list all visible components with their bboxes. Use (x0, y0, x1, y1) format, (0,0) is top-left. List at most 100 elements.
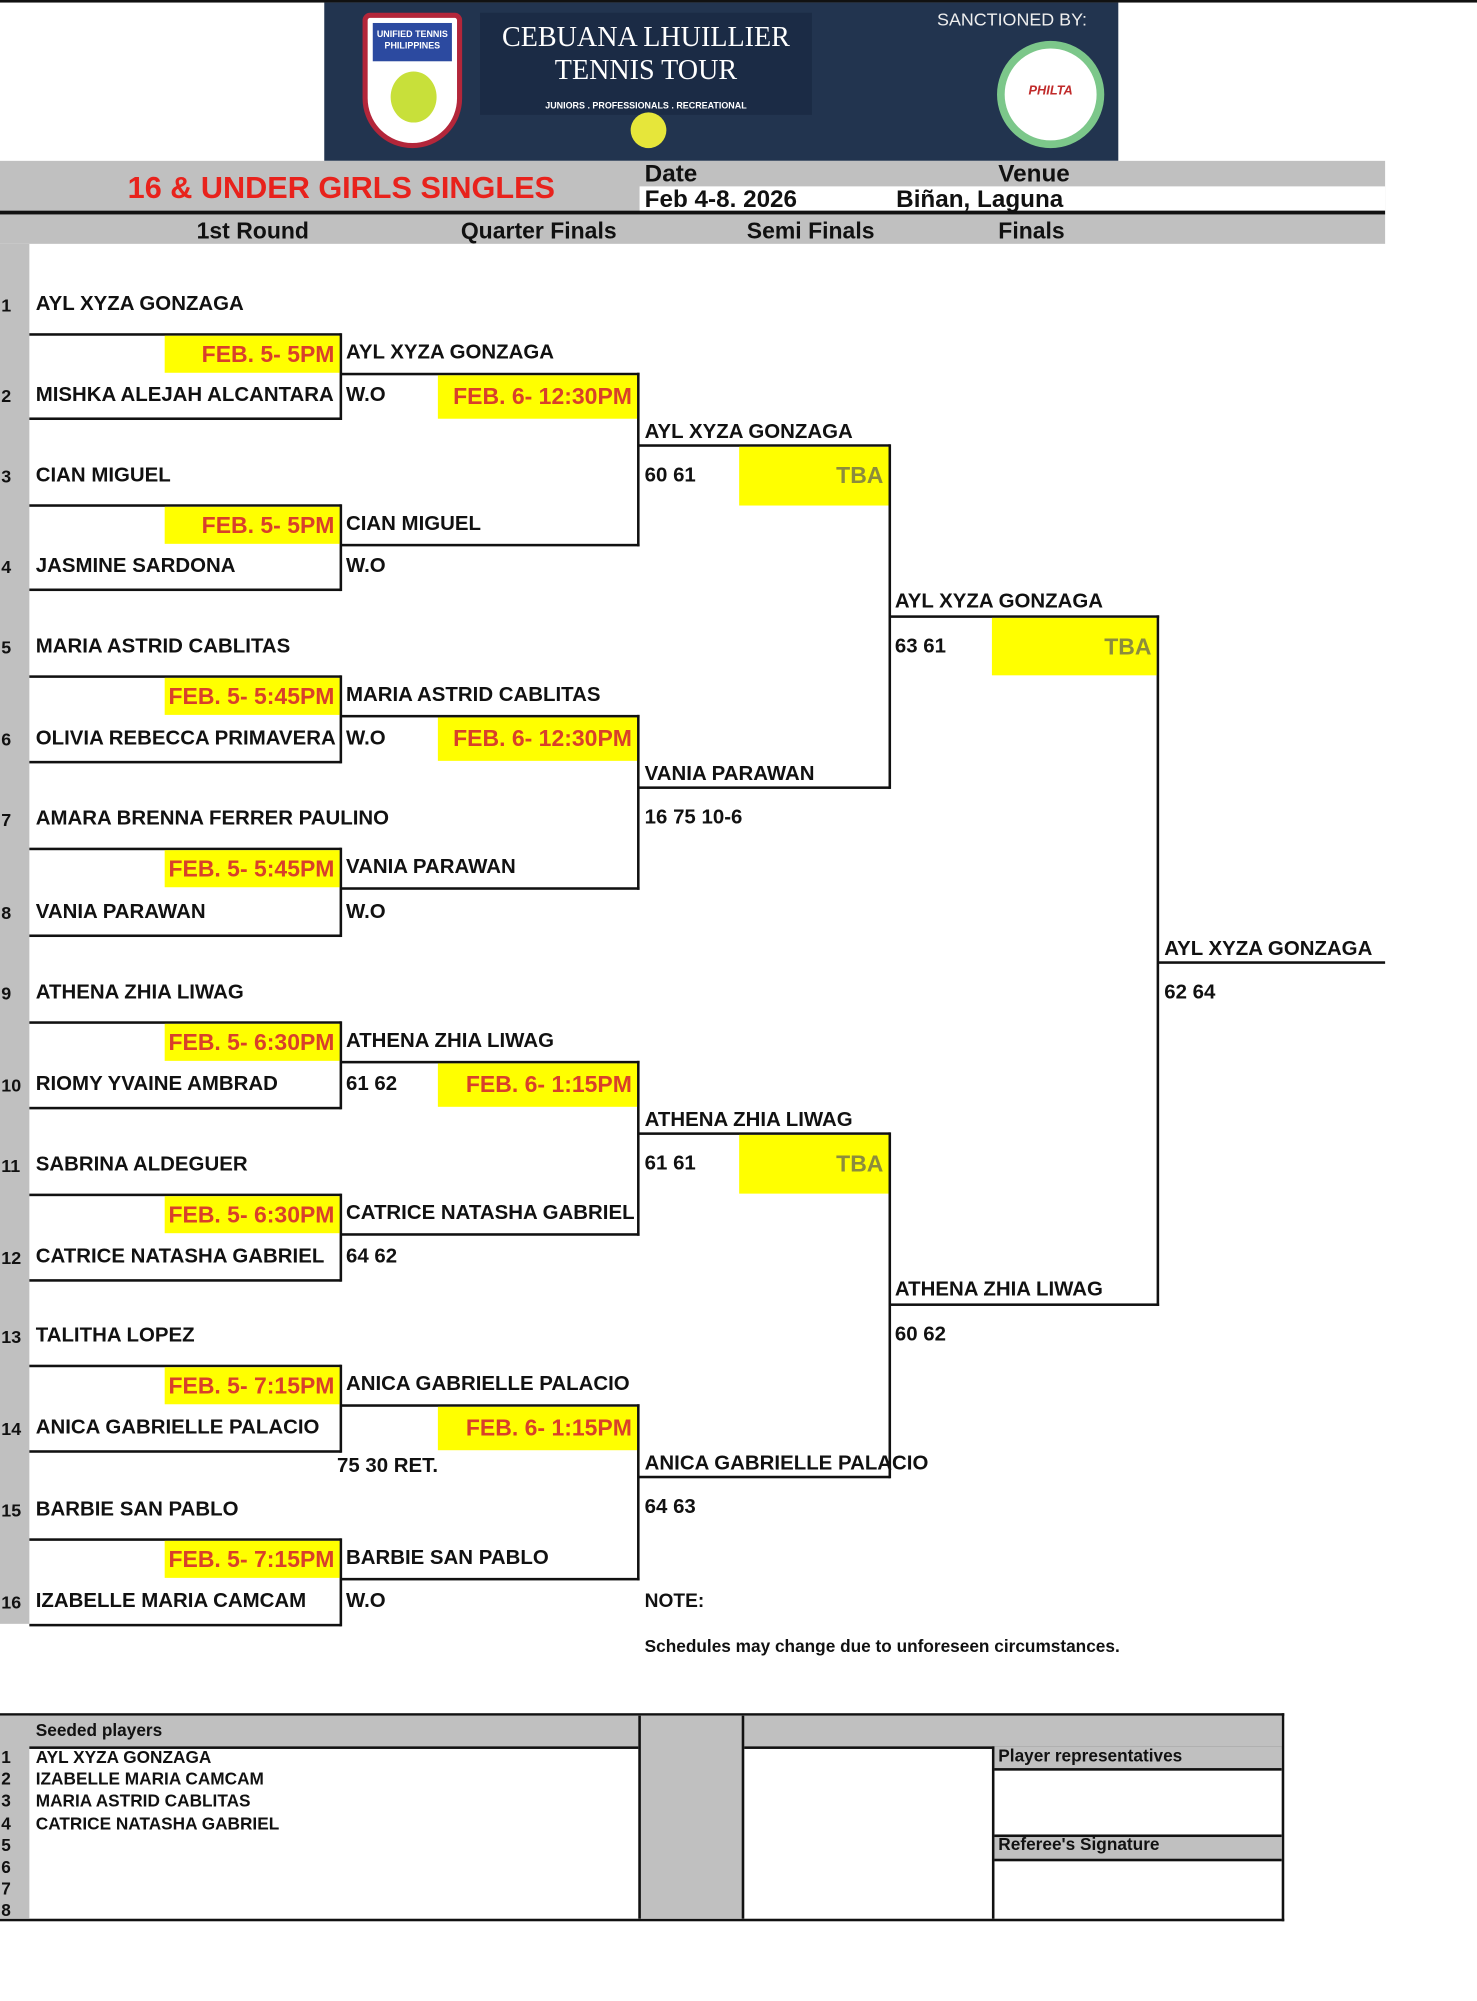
schedule-box: FEB. 5- 6:30PM (164, 1023, 340, 1061)
seed-number: 6 (1, 1857, 11, 1877)
round-winner: BARBIE SAN PABLO (345, 1547, 549, 1569)
bracket-line (340, 543, 640, 547)
match-schedule: FEB. 5- 5PM (201, 511, 335, 538)
seed-name: AYL XYZA GONZAGA (35, 1747, 212, 1767)
match-score: W.O (345, 555, 386, 578)
round-winner: ANICA GABRIELLE PALACIO (345, 1373, 630, 1396)
draw-number: 1 (1, 294, 12, 316)
seed-number: 5 (1, 1835, 11, 1855)
match-schedule: FEB. 5- 5:45PM (168, 682, 335, 709)
bracket-line (339, 333, 343, 421)
round-winner: ATHENA ZHIA LIWAG (345, 1030, 554, 1052)
bracket-line (888, 1132, 892, 1479)
bracket-line (637, 372, 640, 547)
note-text: Schedules may change due to unforeseen c… (644, 1636, 1120, 1656)
round-header-bar (0, 214, 1386, 244)
match-schedule: FEB. 5- 5:45PM (168, 855, 335, 881)
bracket-line (29, 1021, 341, 1024)
bracket-line (339, 675, 343, 764)
draw-number: 8 (1, 902, 12, 923)
sanctioned-by-label: SANCTIONED BY: (937, 8, 1087, 30)
player-name: MARIA ASTRID CABLITAS (35, 635, 291, 658)
divider (0, 210, 1386, 215)
player-representatives-label: Player representatives (998, 1746, 1183, 1766)
player-name: JASMINE SARDONA (35, 555, 236, 578)
schedule-box: FEB. 5- 5PM (164, 506, 340, 544)
player-name: ATHENA ZHIA LIWAG (35, 981, 244, 1004)
sponsor-banner: UNIFIED TENNIS PHILIPPINES CEBUANA LHUIL… (324, 2, 1119, 161)
match-score: 16 75 10-6 (644, 806, 743, 829)
player-name: CATRICE NATASHA GABRIEL (35, 1245, 325, 1268)
tennis-tour-logo: CEBUANA LHUILLIER TENNIS TOUR JUNIORS . … (480, 12, 812, 115)
draw-number: 11 (1, 1155, 21, 1176)
champion-name: AYL XYZA GONZAGA (1164, 938, 1373, 961)
bracket-line (638, 786, 890, 789)
match-score: 60 61 (644, 464, 696, 487)
bracket-line (340, 1404, 640, 1407)
match-score: 60 62 (894, 1323, 947, 1346)
round-winner: ATHENA ZHIA LIWAG (644, 1109, 853, 1132)
match-schedule: FEB. 6- 12:30PM (453, 725, 632, 752)
bracket-line (888, 444, 892, 789)
seed-number: 1 (1, 1747, 11, 1767)
date-label: Date (644, 160, 698, 188)
draw-number: 4 (1, 556, 12, 578)
bracket-line (29, 588, 341, 592)
seed-name: MARIA ASTRID CABLITAS (35, 1791, 251, 1811)
player-name: TALITHA LOPEZ (35, 1325, 195, 1347)
player-name: ANICA GABRIELLE PALACIO (35, 1417, 320, 1439)
schedule-box: TBA (739, 1134, 889, 1194)
bracket-line (637, 1060, 640, 1236)
draw-number: 5 (1, 637, 12, 658)
draw-number: 10 (1, 1074, 22, 1096)
bracket-line (339, 1538, 343, 1627)
bracket-line (29, 847, 341, 851)
draw-number: 9 (1, 982, 12, 1004)
player-name: RIOMY YVAINE AMBRAD (35, 1073, 278, 1096)
bracket-line (638, 444, 890, 447)
bracket-line (29, 675, 341, 678)
bracket-line (889, 1303, 1160, 1306)
match-score: W.O (345, 727, 386, 750)
match-score: 63 61 (894, 635, 947, 658)
draw-number: 13 (1, 1326, 22, 1347)
match-score: 75 30 RET. (337, 1455, 439, 1478)
bracket-line (339, 504, 343, 592)
bracket-line (29, 504, 341, 507)
logo-text: UNIFIED TENNIS PHILIPPINES (372, 22, 452, 62)
bracket-line (889, 615, 1160, 618)
draw-number: 7 (1, 809, 12, 830)
seed-name: IZABELLE MARIA CAMCAM (35, 1769, 264, 1789)
match-schedule: FEB. 6- 1:15PM (465, 1415, 632, 1441)
bracket-line (29, 333, 341, 336)
seeds-table: Seeded players Player representatives Re… (0, 1713, 1285, 1922)
match-schedule: FEB. 6- 12:30PM (453, 383, 632, 410)
bracket-line (638, 1475, 890, 1479)
bracket-line (339, 1021, 343, 1110)
round-header: Finals (998, 218, 1065, 244)
match-schedule: FEB. 5- 7:15PM (168, 1372, 335, 1398)
match-schedule: FEB. 6- 1:15PM (465, 1071, 632, 1098)
round-winner: VANIA PARAWAN (345, 856, 516, 879)
seed-name: CATRICE NATASHA GABRIEL (35, 1813, 280, 1833)
bracket-line (1156, 615, 1160, 1306)
philta-text: PHILTA (1028, 84, 1073, 99)
round-winner: AYL XYZA GONZAGA (894, 591, 1103, 613)
match-schedule: TBA (836, 1150, 884, 1177)
bracket-line (29, 1193, 341, 1197)
match-schedule: TBA (836, 462, 884, 489)
bracket-line (29, 417, 341, 421)
round-header: 1st Round (196, 218, 309, 244)
match-score: W.O (345, 901, 386, 923)
schedule-box: FEB. 5- 6:30PM (164, 1196, 340, 1234)
schedule-box: FEB. 6- 12:30PM (437, 375, 638, 419)
schedule-box: TBA (739, 446, 889, 506)
bracket-line (339, 847, 343, 938)
tennis-ball-icon (630, 112, 667, 149)
seed-number: 4 (1, 1813, 11, 1833)
match-score: 61 61 (644, 1152, 696, 1175)
match-schedule: FEB. 5- 6:30PM (168, 1201, 335, 1227)
match-schedule: TBA (1104, 633, 1152, 659)
bracket-line (29, 1364, 341, 1368)
player-name: BARBIE SAN PABLO (35, 1498, 239, 1521)
